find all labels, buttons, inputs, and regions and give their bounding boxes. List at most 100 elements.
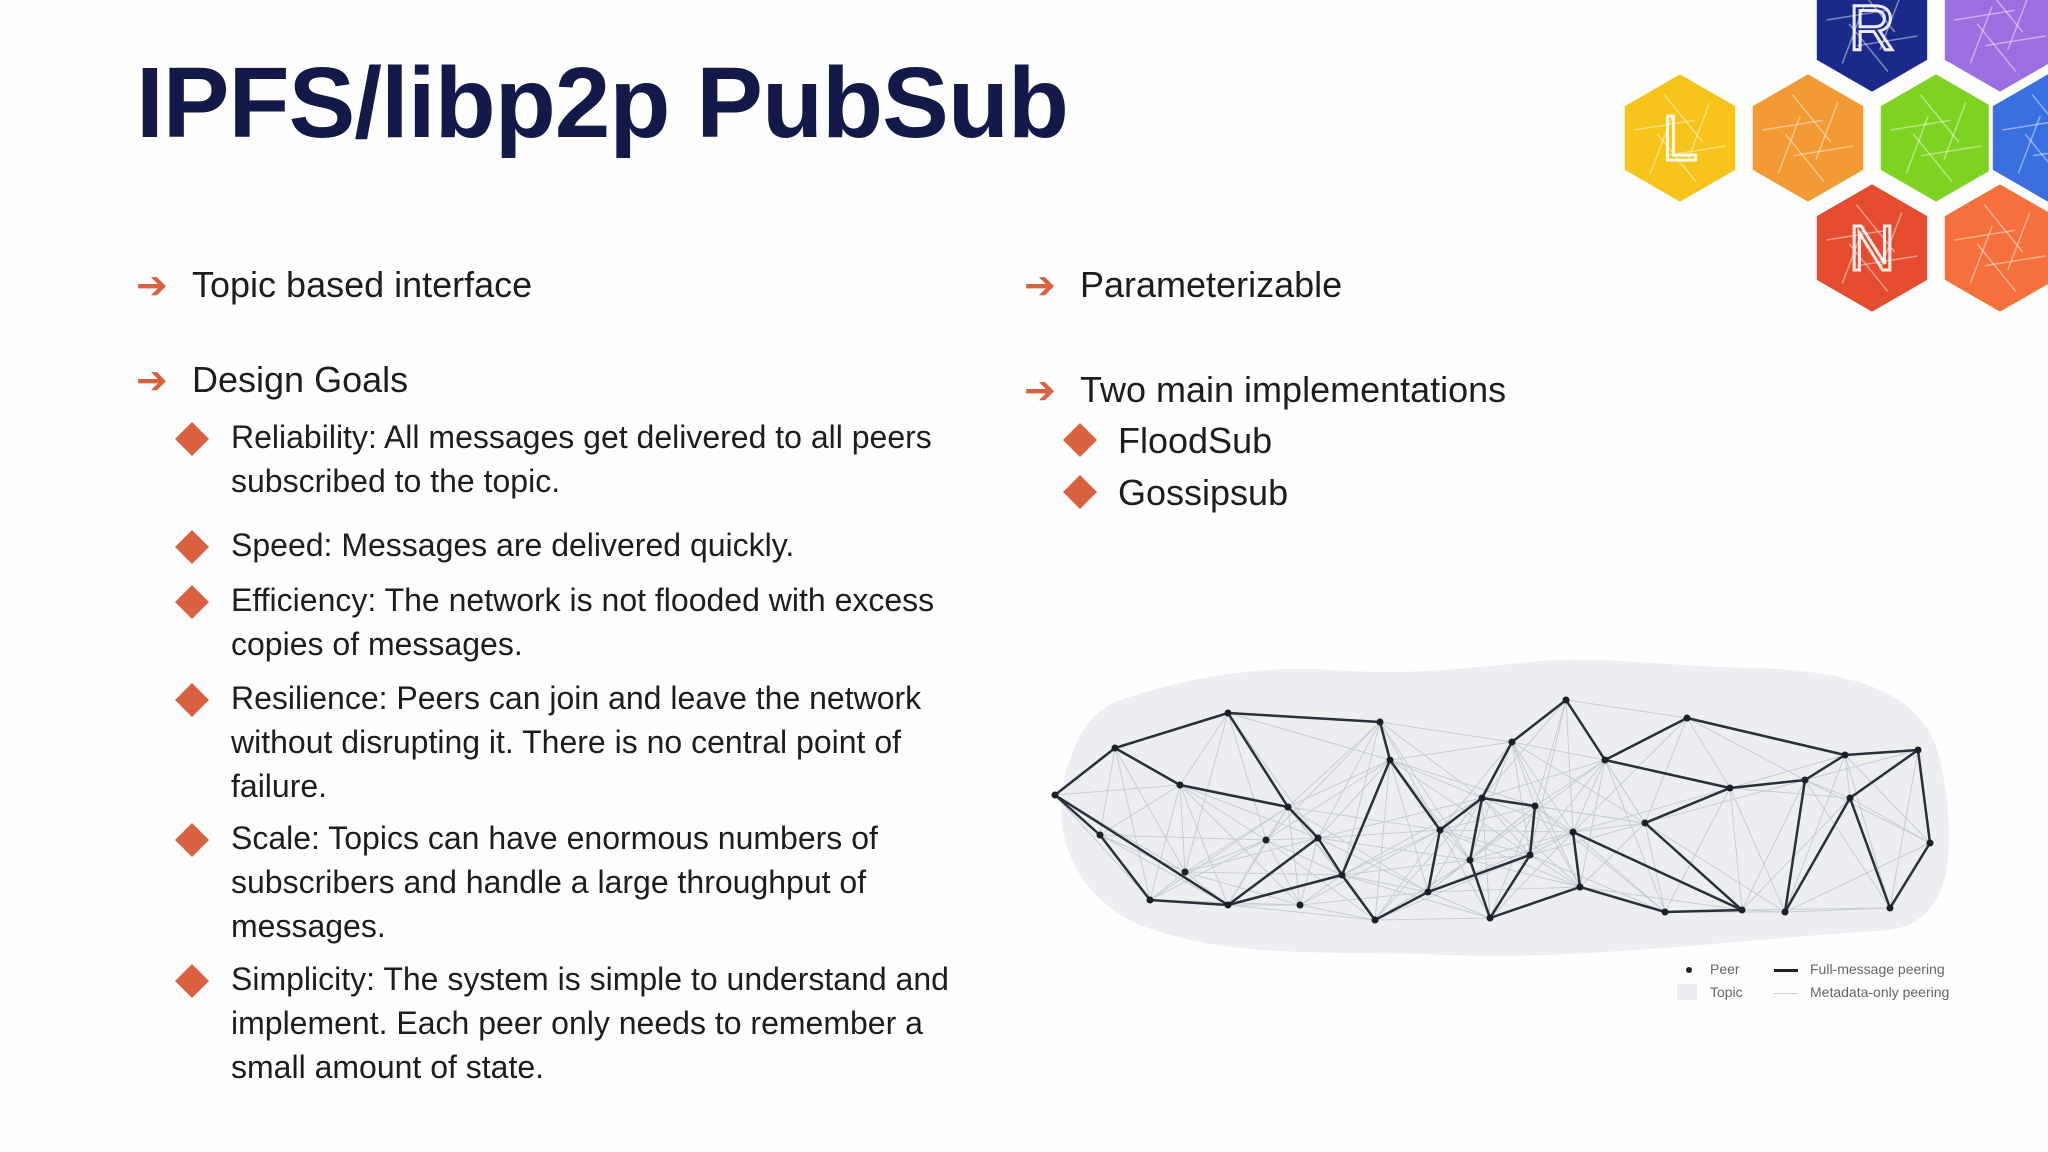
diamond-bullet-icon	[175, 823, 209, 857]
metadata-edge	[1439, 829, 1471, 861]
peer-node	[1661, 908, 1669, 916]
peer-node	[1314, 834, 1322, 842]
metadata-edge	[1114, 747, 1151, 901]
diamond-bullet-icon	[175, 964, 209, 998]
metadata-edge	[1379, 721, 1441, 831]
slide-title: IPFS/libp2p PubSub	[136, 47, 1069, 159]
bullet-two-implementations: Two main implementations	[1080, 369, 1507, 410]
metadata-edge	[1374, 859, 1471, 921]
full-message-edge	[1571, 831, 1582, 888]
peer-node	[1386, 756, 1394, 764]
peer-node	[1926, 839, 1934, 847]
peer-node	[1284, 803, 1292, 811]
full-message-edge	[1388, 759, 1442, 831]
metadata-edge	[1511, 741, 1606, 761]
peer-node	[1224, 709, 1232, 717]
peer-node	[1146, 896, 1154, 904]
metadata-edge	[1427, 886, 1581, 893]
arrow-icon: ➔	[136, 360, 168, 402]
metadata-edge	[1741, 779, 1806, 911]
peer-node	[1224, 901, 1232, 909]
metadata-edge	[1529, 854, 1666, 913]
peer-node	[1738, 906, 1746, 914]
full-message-edge	[1729, 778, 1806, 790]
metadata-edge	[1099, 834, 1229, 906]
metadata-edge	[1572, 787, 1731, 833]
diamond-bullet-icon	[175, 530, 209, 564]
metadata-edge	[1469, 859, 1581, 888]
legend-topic: Topic	[1710, 984, 1743, 1000]
metadata-edge	[1644, 822, 1666, 913]
metadata-edge	[1511, 741, 1536, 807]
full-message-edge	[1888, 842, 1932, 909]
network-diagram	[1051, 659, 1950, 956]
metadata-edge	[1099, 747, 1116, 836]
metadata-edge	[1686, 717, 1731, 789]
peer-node	[1886, 904, 1894, 912]
metadata-edge	[1299, 904, 1376, 921]
metadata-edge	[1439, 805, 1536, 831]
hex-letter: R	[1849, 0, 1895, 64]
design-goal-text: copies of messages.	[231, 626, 523, 662]
full-message-edge	[1783, 779, 1807, 913]
metadata-edge	[1317, 759, 1391, 839]
peer-node	[1914, 746, 1922, 754]
full-message-edge	[1114, 746, 1181, 787]
metadata-edge	[1481, 797, 1574, 833]
metadata-edge	[1341, 874, 1491, 919]
metadata-edge	[1389, 759, 1483, 799]
design-goal-text: small amount of state.	[231, 1049, 545, 1085]
metadata-edge	[1844, 754, 1851, 799]
metadata-edge	[1579, 886, 1743, 911]
peer-node	[1262, 836, 1270, 844]
full-message-edge	[1287, 806, 1319, 839]
hexagon-tile	[1620, 69, 1740, 207]
metadata-edge	[1565, 699, 1574, 833]
metadata-edge	[1265, 759, 1391, 841]
metadata-edge	[1572, 759, 1606, 833]
full-message-edge	[1644, 786, 1731, 825]
metadata-edge	[1729, 754, 1846, 789]
metadata-edge	[1741, 797, 1851, 911]
peer-node	[1424, 888, 1432, 896]
legend-full-line-icon	[1774, 969, 1798, 972]
metadata-edge	[1287, 721, 1381, 808]
metadata-edge	[1227, 839, 1267, 906]
hexagon-tile	[1988, 69, 2048, 207]
metadata-edge	[1179, 784, 1229, 906]
hexagon-tile	[1940, 179, 2048, 317]
design-goal-text: failure.	[231, 768, 328, 804]
peer-node	[1371, 916, 1379, 924]
metadata-edge	[1374, 854, 1531, 921]
metadata-edge	[1099, 784, 1181, 836]
peer-node	[1846, 794, 1854, 802]
metadata-edge	[1534, 805, 1581, 888]
peer-node	[1641, 819, 1649, 827]
metadata-edge	[1729, 787, 1786, 913]
metadata-edge	[1184, 839, 1267, 873]
design-goal-text: subscribed to the topic.	[231, 463, 561, 499]
metadata-edge	[1299, 874, 1343, 906]
metadata-edge	[1099, 834, 1267, 841]
metadata-edge	[1374, 829, 1441, 921]
metadata-edge	[1469, 831, 1574, 861]
metadata-edge	[1644, 779, 1806, 824]
legend-peer: Peer	[1710, 961, 1740, 977]
peer-node	[1683, 714, 1691, 722]
metadata-edge	[1389, 759, 1429, 893]
metadata-edge	[1374, 759, 1391, 921]
full-message-edge	[1439, 797, 1483, 831]
peer-node	[1181, 868, 1189, 876]
arrow-icon: ➔	[1024, 265, 1056, 307]
peer-node	[1526, 851, 1534, 859]
metadata-edge	[1114, 747, 1186, 873]
metadata-edge	[1644, 717, 1688, 824]
metadata-edge	[1389, 759, 1536, 807]
peer-node	[1478, 794, 1486, 802]
diamond-bullet-icon	[1063, 475, 1097, 509]
metadata-edge	[1889, 749, 1919, 909]
metadata-edge	[1317, 829, 1441, 839]
design-goal-text: messages.	[231, 908, 386, 944]
metadata-edge	[1534, 699, 1567, 807]
full-message-edge	[1528, 805, 1537, 856]
